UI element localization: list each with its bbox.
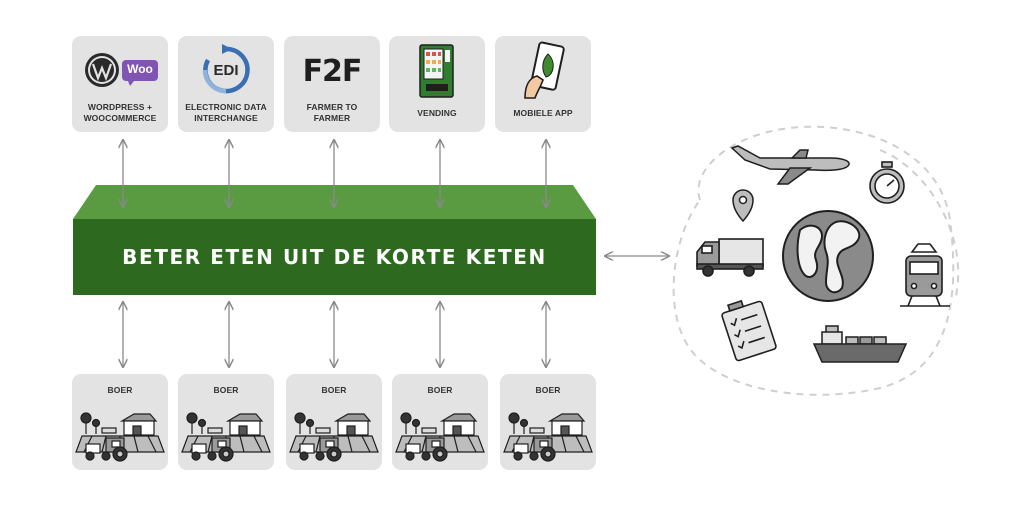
stopwatch-icon bbox=[870, 162, 904, 203]
location-pin-icon bbox=[733, 190, 753, 221]
globe-icon bbox=[783, 211, 873, 301]
delivery-truck-icon bbox=[697, 239, 763, 276]
train-icon bbox=[900, 244, 950, 306]
clipboard-checklist-icon bbox=[721, 301, 776, 362]
cargo-ship-icon bbox=[814, 326, 906, 362]
airplane-icon bbox=[732, 146, 849, 184]
